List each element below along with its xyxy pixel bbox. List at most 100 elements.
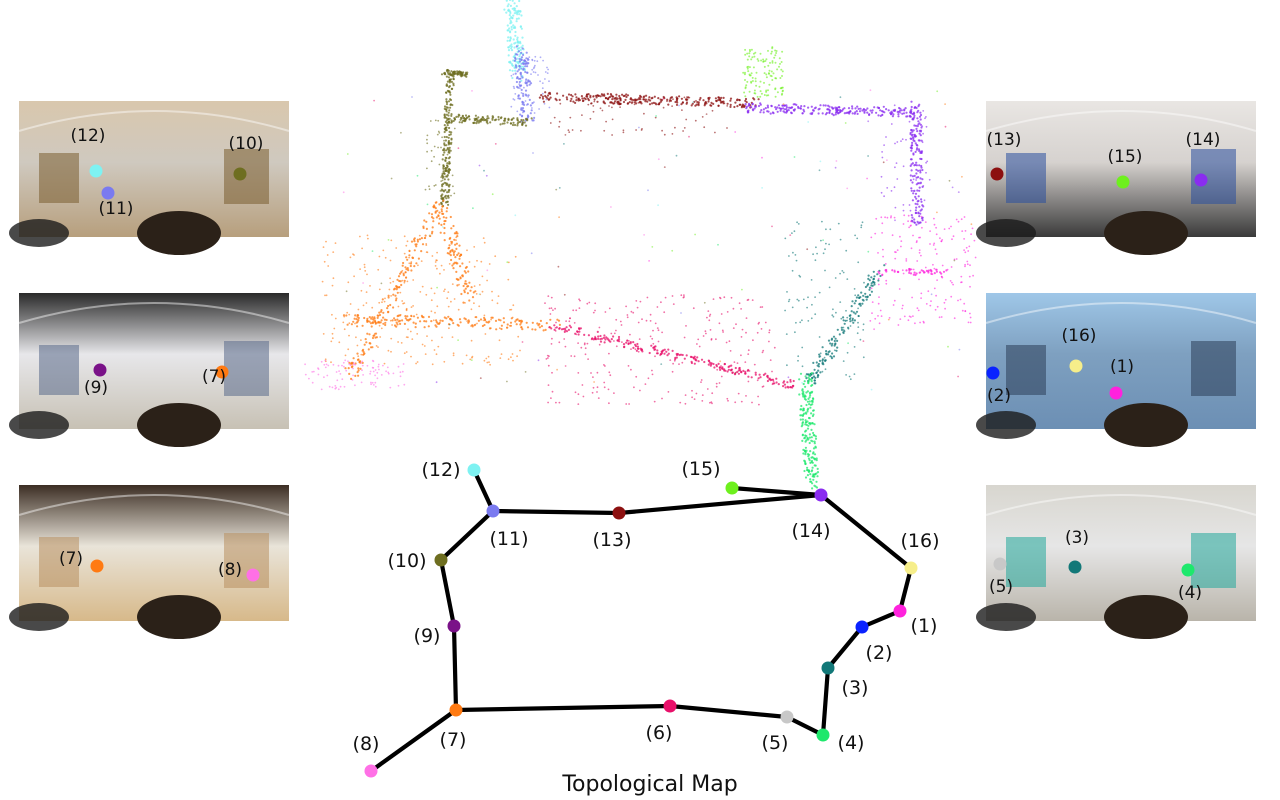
cloud-point: [445, 126, 448, 129]
cloud-point: [862, 323, 865, 326]
cloud-point: [819, 104, 822, 107]
cloud-point: [570, 93, 573, 97]
cloud-point: [609, 93, 613, 96]
cloud-point: [520, 14, 523, 17]
cloud-point: [694, 233, 696, 236]
cloud-point: [923, 321, 925, 324]
cloud-point: [408, 262, 411, 265]
cloud-point: [406, 240, 409, 243]
cloud-point: [671, 105, 673, 107]
map-node-5: [780, 710, 794, 724]
cloud-point: [789, 234, 792, 237]
map-node-6: [663, 699, 677, 713]
cloud-point: [715, 365, 719, 368]
cloud-point: [391, 324, 393, 326]
cloud-point: [451, 174, 454, 177]
cloud-point: [330, 361, 332, 364]
cloud-point: [440, 176, 442, 179]
cloud-point: [603, 381, 606, 384]
cloud-point: [897, 113, 900, 116]
cloud-point: [813, 442, 816, 445]
cloud-point: [648, 351, 651, 355]
map-node-label-16: (16): [900, 530, 939, 552]
map-node-label-5: (5): [762, 732, 789, 754]
cloud-point: [392, 306, 395, 309]
cloud-point: [343, 315, 346, 318]
cloud-point: [451, 336, 454, 338]
cloud-point: [377, 346, 379, 348]
cloud-point: [877, 114, 880, 117]
cloud-point: [412, 279, 415, 281]
cloud-point: [858, 110, 862, 113]
cloud-point: [780, 68, 783, 71]
cloud-point: [589, 94, 592, 97]
cloud-point: [808, 373, 811, 376]
cloud-point: [452, 119, 455, 123]
cloud-point: [871, 301, 874, 303]
cloud-point: [445, 91, 448, 94]
cloud-point: [812, 478, 815, 481]
topological-map-nodes: [364, 463, 918, 778]
cloud-point: [374, 336, 377, 339]
map-node-8: [364, 764, 378, 778]
cloud-point: [802, 298, 805, 301]
cloud-point: [378, 368, 380, 371]
cloud-point: [558, 323, 562, 326]
cloud-point: [619, 106, 621, 108]
cloud-point: [782, 107, 785, 110]
map-node-label-6: (6): [646, 722, 673, 744]
cloud-point: [839, 301, 842, 303]
cloud-point: [758, 373, 761, 376]
cloud-point: [896, 270, 900, 273]
cloud-point: [726, 102, 729, 105]
cloud-point: [808, 436, 812, 439]
cloud-point: [854, 294, 857, 297]
cloud-point: [855, 110, 858, 113]
cloud-point: [845, 309, 847, 312]
cloud-point: [797, 106, 800, 110]
cloud-point: [705, 113, 708, 115]
cloud-point: [466, 71, 469, 74]
cloud-point: [901, 112, 904, 115]
cloud-point: [854, 234, 856, 237]
map-node-7: [449, 703, 463, 717]
cloud-point: [339, 385, 342, 388]
cloud-point: [801, 319, 803, 322]
cloud-point: [611, 106, 613, 109]
cloud-point: [445, 75, 448, 78]
panorama-camera-holder: [1104, 403, 1188, 447]
cloud-point: [825, 359, 827, 361]
panorama-foreground-shadow: [976, 219, 1036, 247]
cloud-point: [488, 263, 491, 265]
cloud-point: [371, 336, 375, 340]
cloud-point: [362, 374, 364, 376]
cloud-point: [817, 369, 820, 372]
cloud-point: [750, 106, 753, 109]
cloud-point: [524, 80, 527, 83]
cloud-point: [452, 77, 455, 80]
cloud-point: [804, 440, 807, 443]
cloud-point: [870, 276, 873, 279]
panorama-thumbnails: (12)(11)(10)(9)(7)(7)(8)(13)(15)(14)(16)…: [9, 101, 1257, 639]
cloud-point: [444, 168, 447, 171]
cloud-point: [849, 316, 852, 319]
cloud-point: [486, 115, 489, 118]
cloud-point: [693, 358, 695, 360]
cloud-point: [516, 119, 520, 122]
cloud-point: [774, 106, 777, 109]
cloud-point: [815, 486, 819, 489]
cloud-point: [611, 118, 614, 121]
cloud-point: [404, 271, 407, 274]
cloud-point: [756, 379, 759, 382]
cloud-point: [844, 319, 847, 322]
cloud-point: [389, 259, 392, 262]
cloud-point: [898, 288, 901, 290]
cloud-point: [520, 75, 523, 78]
cloud-point: [402, 261, 405, 265]
cloud-point: [918, 132, 921, 135]
cloud-point: [603, 364, 605, 366]
panorama-marker-label-3: (3): [1065, 528, 1089, 548]
cloud-point: [348, 372, 351, 375]
cloud-point: [363, 352, 366, 355]
cloud-point: [857, 261, 860, 264]
